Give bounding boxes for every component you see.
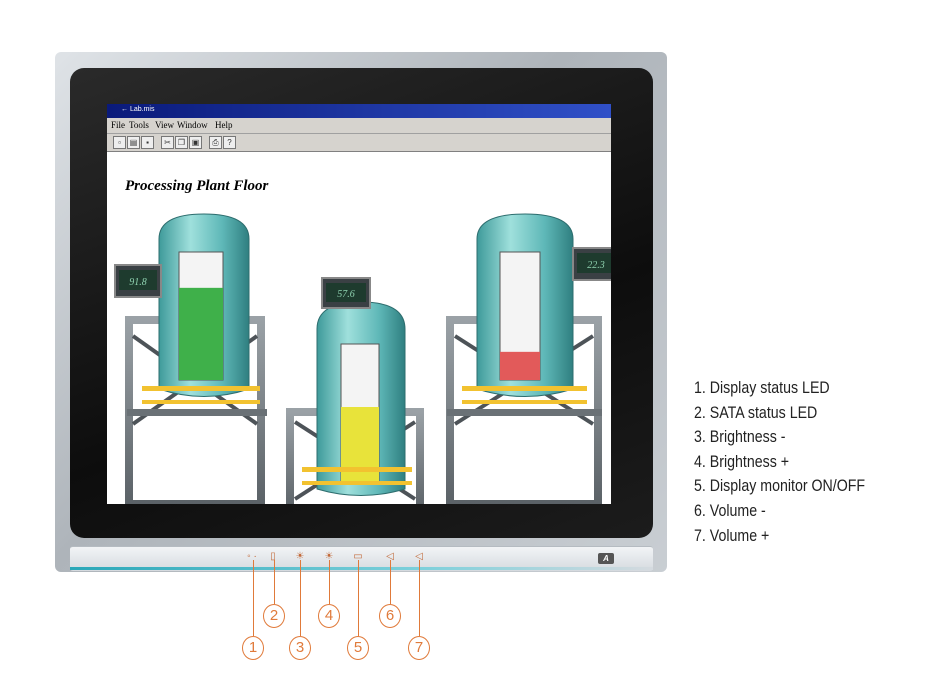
tank-1-readout: 91.8 bbox=[114, 264, 162, 298]
legend-list: 1. Display status LED 2. SATA status LED… bbox=[694, 376, 893, 548]
menu-file[interactable]: File bbox=[111, 120, 126, 130]
plant-title: Processing Plant Floor bbox=[125, 178, 269, 194]
toolbar: ▫ ▤ ▪ ✂ ❐ ▣ ⎙ ? bbox=[107, 134, 611, 152]
control-strip bbox=[70, 546, 653, 571]
copy-icon[interactable]: ❐ bbox=[175, 136, 188, 149]
volume-up-icon[interactable]: ◁ bbox=[415, 551, 423, 562]
legend-item-7: 7. Volume + bbox=[694, 526, 770, 545]
tank-1-value: 91.8 bbox=[129, 277, 147, 288]
callout-3: 3 bbox=[289, 636, 311, 660]
legend-item-2: 2. SATA status LED bbox=[694, 403, 818, 422]
callout-line-7 bbox=[419, 560, 420, 636]
open-folder-icon[interactable]: ▤ bbox=[127, 136, 140, 149]
callout-4: 4 bbox=[318, 604, 340, 628]
tank-2 bbox=[286, 301, 424, 504]
tank-3-level bbox=[500, 351, 540, 380]
callout-line-3 bbox=[300, 560, 301, 636]
callout-7: 7 bbox=[408, 636, 430, 660]
menu-bar: File Tools View Window Help bbox=[107, 118, 611, 134]
menu-tools[interactable]: Tools bbox=[129, 120, 149, 130]
callout-line-1 bbox=[253, 560, 254, 636]
menu-view[interactable]: View bbox=[155, 120, 174, 130]
cut-icon[interactable]: ✂ bbox=[161, 136, 174, 149]
menu-window[interactable]: Window bbox=[177, 120, 208, 130]
callout-line-6 bbox=[390, 560, 391, 604]
display-status-led-icon: ◦ · bbox=[247, 551, 257, 562]
menu-help[interactable]: Help bbox=[215, 120, 233, 130]
accent-line bbox=[70, 567, 653, 570]
callout-2: 2 bbox=[263, 604, 285, 628]
plant-scene: 91.8 57.6 bbox=[114, 213, 611, 504]
callout-line-5 bbox=[358, 560, 359, 636]
callout-5: 5 bbox=[347, 636, 369, 660]
paste-icon[interactable]: ▣ bbox=[189, 136, 202, 149]
brightness-up-icon[interactable]: ☀ bbox=[324, 551, 334, 562]
tank-2-value: 57.6 bbox=[337, 289, 355, 300]
sata-status-led-icon: ▯ bbox=[270, 551, 276, 562]
legend-item-1: 1. Display status LED bbox=[694, 379, 830, 397]
window-titlebar: ← Lab.mis bbox=[107, 104, 611, 118]
tank-2-readout: 57.6 bbox=[321, 277, 371, 309]
tank-1-level bbox=[179, 287, 223, 380]
brightness-down-icon[interactable]: ☀ bbox=[295, 551, 305, 562]
save-icon[interactable]: ▪ bbox=[141, 136, 154, 149]
legend-item-3: 3. Brightness - bbox=[694, 428, 786, 447]
tank-1 bbox=[125, 213, 267, 504]
monitor-screen: ← Lab.mis File Tools View Window Help ▫ … bbox=[107, 104, 611, 504]
print-icon[interactable]: ⎙ bbox=[209, 136, 222, 149]
volume-down-icon[interactable]: ◁ bbox=[386, 551, 394, 562]
help-icon[interactable]: ? bbox=[223, 136, 236, 149]
legend-item-5: 5. Display monitor ON/OFF bbox=[694, 477, 866, 496]
legend-item-6: 6. Volume - bbox=[694, 501, 766, 520]
power-button-icon[interactable]: ▭ bbox=[353, 551, 363, 562]
legend-item-4: 4. Brightness + bbox=[694, 452, 790, 471]
callout-line-2 bbox=[274, 560, 275, 604]
callout-6: 6 bbox=[379, 604, 401, 628]
callout-line-4 bbox=[329, 560, 330, 604]
tank-3 bbox=[446, 213, 602, 504]
window-title: ← Lab.mis bbox=[121, 106, 155, 113]
new-file-icon[interactable]: ▫ bbox=[113, 136, 126, 149]
callout-1: 1 bbox=[242, 636, 264, 660]
tank-3-readout: 22.3 bbox=[572, 247, 611, 281]
brand-logo: A bbox=[598, 553, 614, 564]
tank-3-value: 22.3 bbox=[587, 260, 605, 271]
tank-2-level bbox=[341, 407, 379, 484]
